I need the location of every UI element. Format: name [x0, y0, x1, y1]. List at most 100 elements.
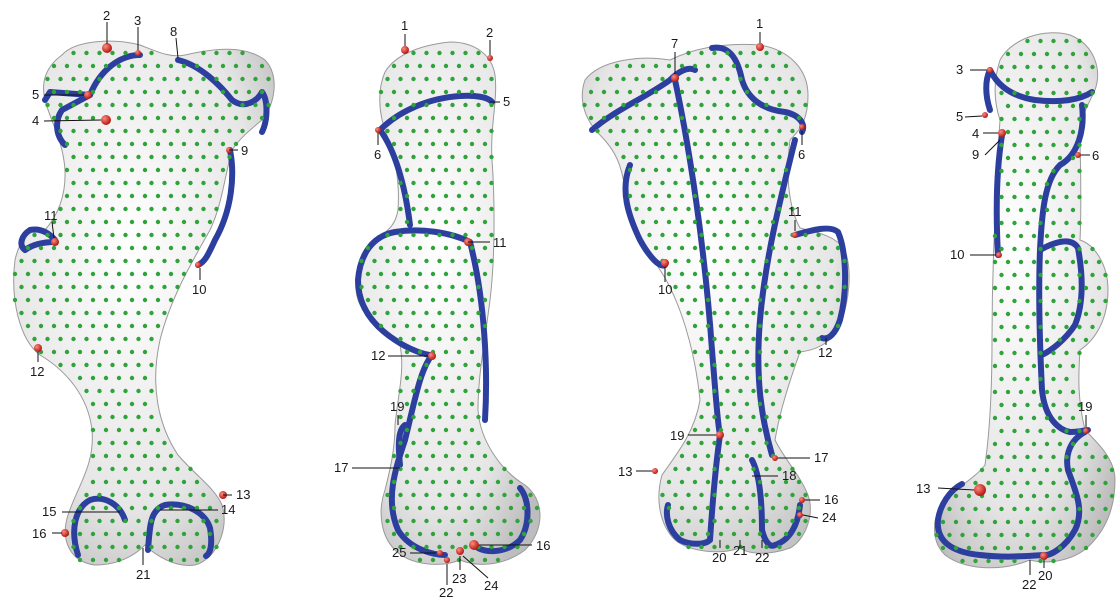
- semilandmark-dot: [758, 402, 762, 406]
- semilandmark-dot: [654, 220, 658, 224]
- semilandmark-dot: [693, 532, 697, 536]
- semilandmark-dot: [712, 259, 716, 263]
- semilandmark-dot: [999, 221, 1003, 225]
- semilandmark-dot: [104, 558, 108, 562]
- semilandmark-dot: [457, 350, 461, 354]
- semilandmark-dot: [1077, 273, 1081, 277]
- semilandmark-dot: [149, 337, 153, 341]
- semilandmark-dot: [621, 129, 625, 133]
- semilandmark-dot: [810, 246, 814, 250]
- semilandmark-dot: [58, 77, 62, 81]
- semilandmark-dot: [457, 220, 461, 224]
- semilandmark-dot: [58, 103, 62, 107]
- semilandmark-dot: [424, 207, 428, 211]
- semilandmark-dot: [1012, 169, 1016, 173]
- semilandmark-dot: [457, 194, 461, 198]
- semilandmark-dot: [1012, 481, 1016, 485]
- semilandmark-dot: [71, 181, 75, 185]
- bone-view-1: [13, 41, 274, 565]
- semilandmark-dot: [1058, 312, 1062, 316]
- semilandmark-dot: [84, 545, 88, 549]
- semilandmark-dot: [405, 532, 409, 536]
- semilandmark-dot: [136, 311, 140, 315]
- semilandmark-dot: [999, 559, 1003, 563]
- semilandmark-dot: [201, 207, 205, 211]
- semilandmark-dot: [418, 246, 422, 250]
- semilandmark-dot: [732, 402, 736, 406]
- semilandmark-dot: [470, 272, 474, 276]
- semilandmark-dot: [1025, 117, 1029, 121]
- semilandmark-dot: [764, 415, 768, 419]
- semilandmark-dot: [392, 454, 396, 458]
- semilandmark-dot: [954, 546, 958, 550]
- semilandmark-dot: [71, 103, 75, 107]
- semilandmark-dot: [1019, 52, 1023, 56]
- semilandmark-dot: [1038, 403, 1042, 407]
- semilandmark-dot: [660, 181, 664, 185]
- semilandmark-dot: [797, 324, 801, 328]
- semilandmark-dot: [411, 493, 415, 497]
- label-v4-19: 19: [1078, 399, 1092, 414]
- semilandmark-dot: [169, 532, 173, 536]
- semilandmark-dot: [660, 155, 664, 159]
- semilandmark-dot: [1012, 559, 1016, 563]
- semilandmark-dot: [980, 520, 984, 524]
- semilandmark-dot: [745, 324, 749, 328]
- semilandmark-dot: [65, 246, 69, 250]
- semilandmark-dot: [693, 90, 697, 94]
- semilandmark-dot: [1077, 39, 1081, 43]
- semilandmark-dot: [999, 507, 1003, 511]
- semilandmark-dot: [418, 480, 422, 484]
- semilandmark-dot: [1071, 390, 1075, 394]
- semilandmark-dot: [608, 77, 612, 81]
- semilandmark-dot: [470, 64, 474, 68]
- semilandmark-dot: [680, 246, 684, 250]
- semilandmark-dot: [175, 545, 179, 549]
- semilandmark-dot: [227, 155, 231, 159]
- semilandmark-dot: [660, 77, 664, 81]
- semilandmark-dot: [790, 363, 794, 367]
- semilandmark-dot: [431, 480, 435, 484]
- semilandmark-dot: [738, 415, 742, 419]
- semilandmark-dot: [1006, 260, 1010, 264]
- semilandmark-dot: [1071, 260, 1075, 264]
- semilandmark-dot: [78, 298, 82, 302]
- semilandmark-dot: [424, 363, 428, 367]
- semilandmark-dot: [91, 402, 95, 406]
- semilandmark-dot: [201, 155, 205, 159]
- semilandmark-dot: [647, 103, 651, 107]
- semilandmark-dot: [149, 129, 153, 133]
- semilandmark-dot: [1097, 494, 1101, 498]
- semilandmark-dot: [1032, 208, 1036, 212]
- landmark-v4-19: [1083, 428, 1089, 434]
- semilandmark-dot: [450, 103, 454, 107]
- landmark-v2-6: [375, 127, 381, 133]
- semilandmark-dot: [214, 155, 218, 159]
- semilandmark-dot: [699, 129, 703, 133]
- semilandmark-dot: [712, 155, 716, 159]
- semilandmark-dot: [751, 103, 755, 107]
- semilandmark-dot: [208, 142, 212, 146]
- semilandmark-dot: [1025, 533, 1029, 537]
- semilandmark-dot: [1064, 481, 1068, 485]
- semilandmark-dot: [1006, 520, 1010, 524]
- semilandmark-dot: [751, 363, 755, 367]
- semilandmark-dot: [719, 194, 723, 198]
- label-v2-6: 6: [374, 147, 381, 162]
- semilandmark-dot: [359, 285, 363, 289]
- semilandmark-dot: [719, 246, 723, 250]
- semilandmark-dot: [1006, 234, 1010, 238]
- semilandmark-dot: [515, 519, 519, 523]
- semilandmark-dot: [123, 467, 127, 471]
- semilandmark-dot: [130, 272, 134, 276]
- semilandmark-dot: [476, 415, 480, 419]
- semilandmark-dot: [784, 532, 788, 536]
- semilandmark-dot: [78, 64, 82, 68]
- semilandmark-dot: [208, 168, 212, 172]
- semilandmark-dot: [130, 454, 134, 458]
- semilandmark-dot: [719, 90, 723, 94]
- semilandmark-dot: [738, 155, 742, 159]
- semilandmark-dot: [1012, 403, 1016, 407]
- semilandmark-dot: [816, 259, 820, 263]
- semilandmark-dot: [973, 559, 977, 563]
